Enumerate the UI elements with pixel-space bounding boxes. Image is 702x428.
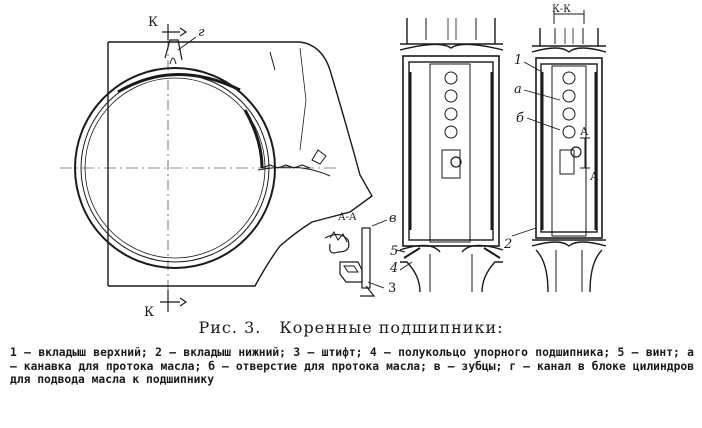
label-part-1: 1	[514, 53, 522, 68]
label-part-3: 3	[388, 281, 396, 296]
teeth-line	[261, 164, 311, 169]
right-section-view	[531, 10, 607, 293]
figure-title: Коренные подшипники:	[279, 318, 504, 337]
label-section-kk: К-К	[552, 4, 571, 15]
label-hole-b: б	[516, 111, 524, 126]
oil-channel-g	[164, 39, 183, 65]
label-section-k-top: К	[148, 15, 158, 30]
figure-caption-title: Рис. 3. Коренные подшипники:	[0, 318, 702, 337]
detail-aa	[324, 227, 376, 297]
label-part-2: 2	[503, 237, 512, 252]
leader-lines	[177, 36, 561, 289]
bearing-drawing: К К К-К А-А г в 3 4 5 1 2 а б А А	[60, 4, 607, 320]
middle-section-view	[399, 18, 504, 293]
cap-housing	[107, 41, 373, 287]
label-channel-g: г	[198, 25, 205, 40]
section-k-markers	[160, 24, 188, 312]
label-teeth-v: в	[389, 211, 397, 226]
figure-legend: 1 — вкладыш верхний; 2 — вкладыш нижний;…	[10, 346, 694, 387]
label-section-a-upper: А	[580, 125, 589, 138]
label-section-aa: А-А	[338, 212, 357, 223]
label-part-5: 5	[390, 244, 398, 259]
label-groove-a: а	[514, 82, 522, 97]
label-section-a-lower: А	[590, 170, 599, 183]
label-part-4: 4	[389, 261, 398, 276]
figure-number: Рис. 3.	[198, 318, 262, 337]
label-section-k-bottom: К	[144, 305, 154, 320]
